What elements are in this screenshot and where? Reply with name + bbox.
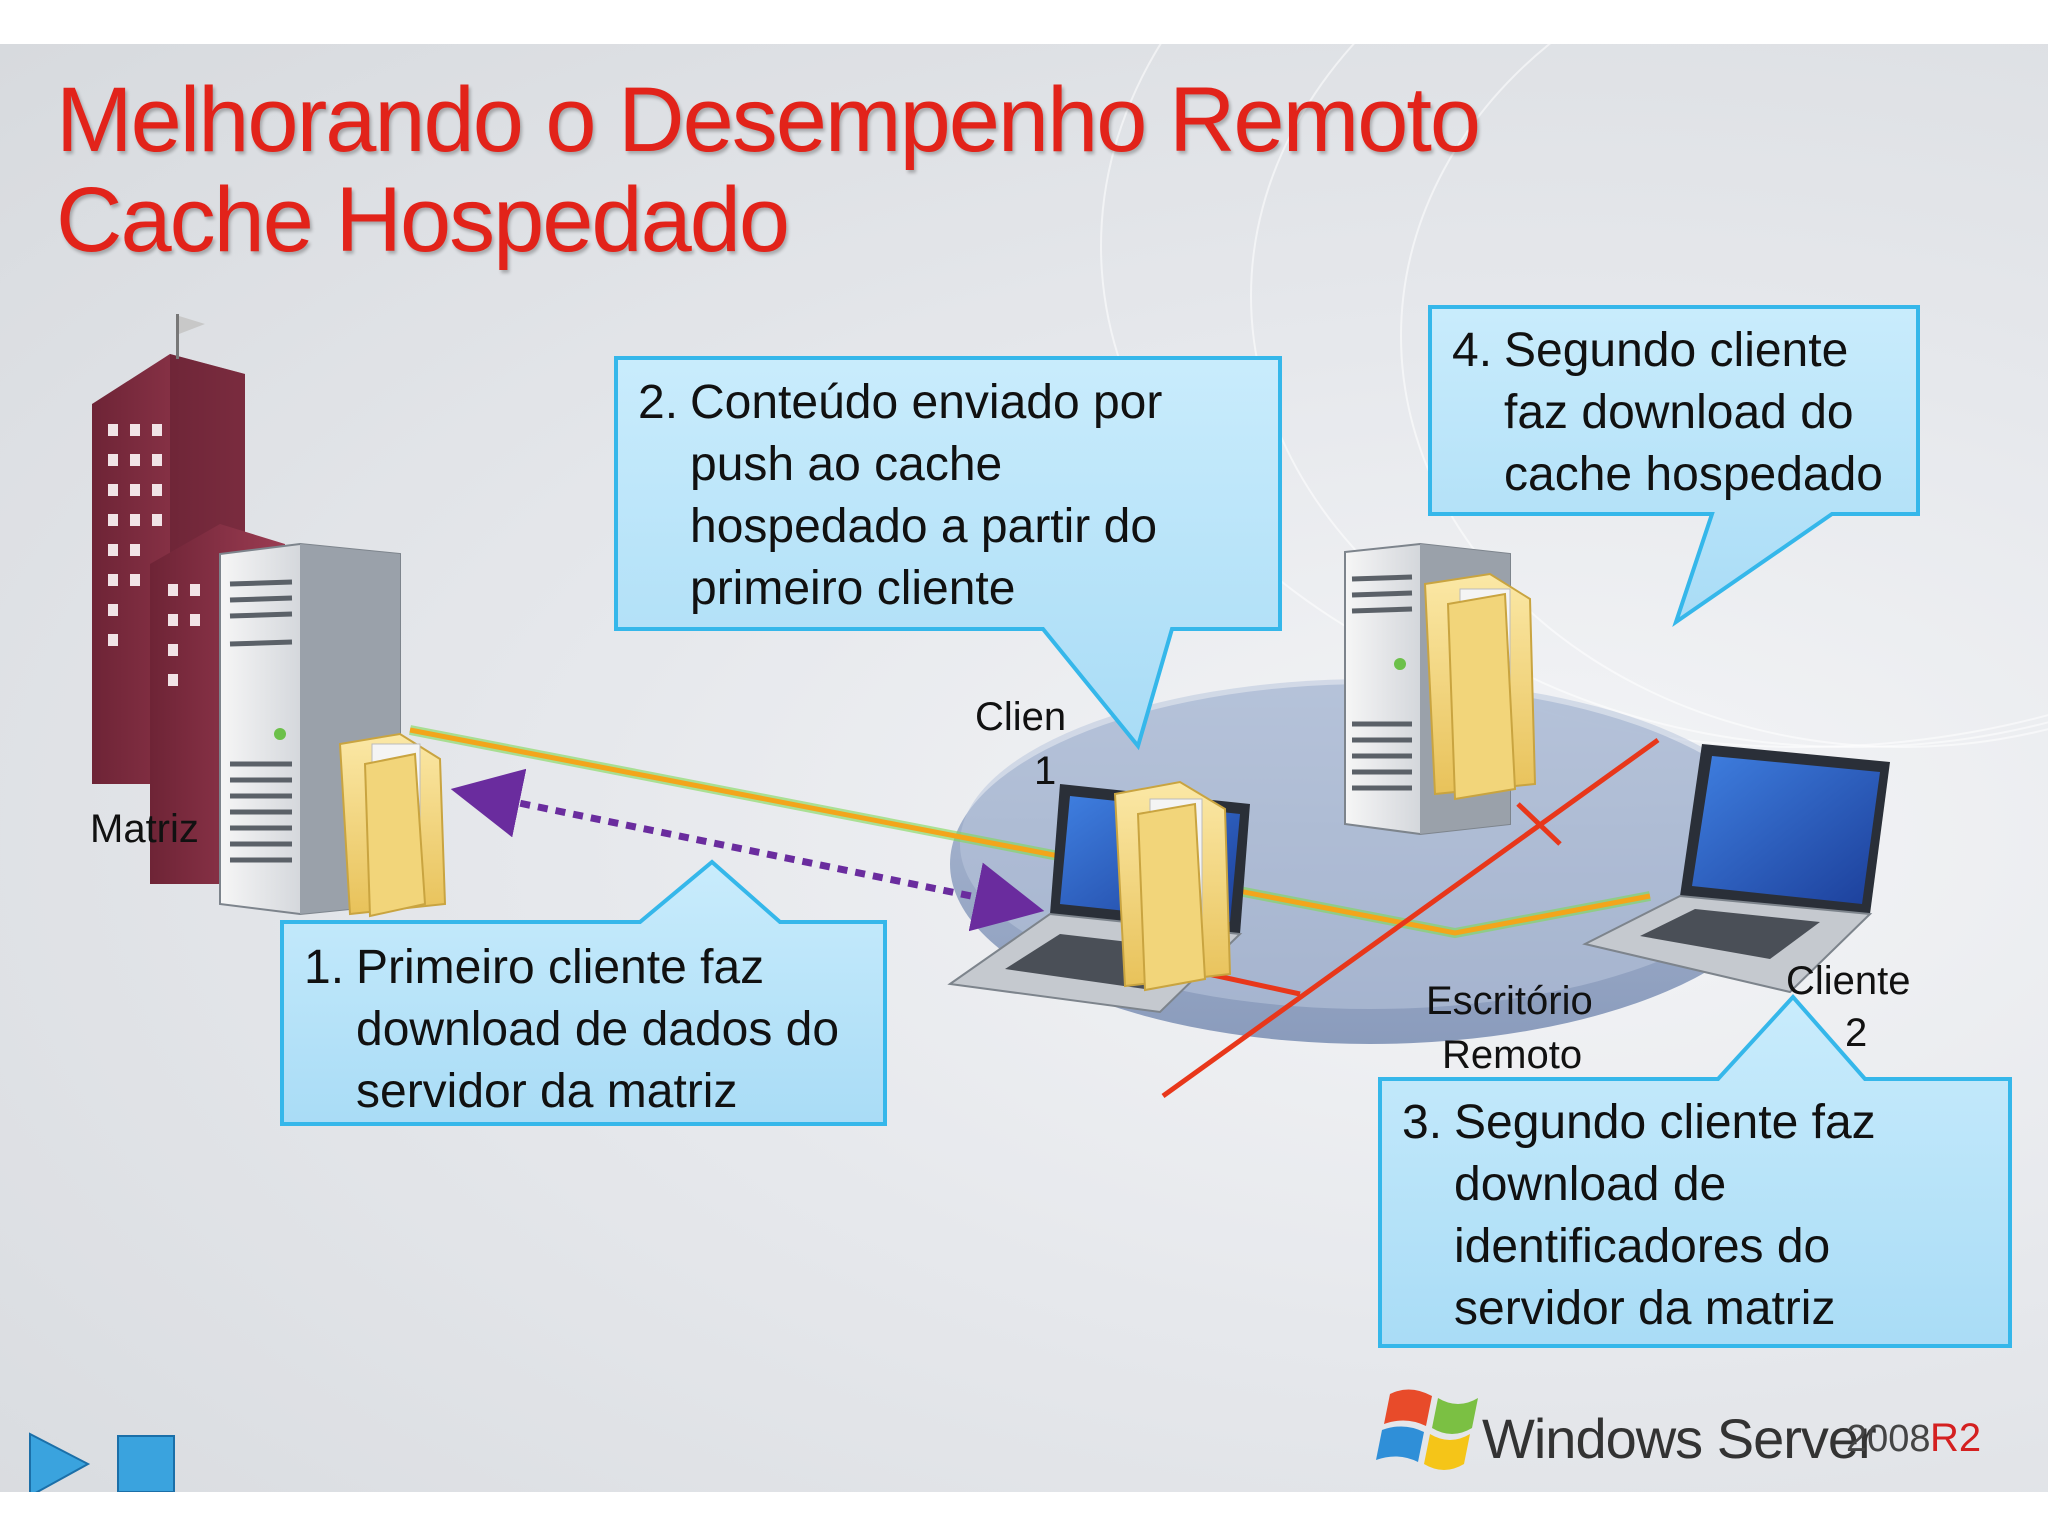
remote-office-label-line-2: Remoto <box>1442 1033 1583 1077</box>
callout-2-line: hospedado a partir do <box>690 500 1158 553</box>
windows-server-logo-text: Windows Server <box>1482 1407 1877 1470</box>
slide: Melhorando o Desempenho Remoto Cache Hos… <box>0 44 2048 1492</box>
callout-3-body: Segundo cliente faz download de identifi… <box>1454 1092 1876 1340</box>
download-arrow <box>450 768 1045 932</box>
stop-button-icon <box>117 1435 175 1492</box>
diagram-art <box>29 305 2012 1492</box>
callout-3-line: servidor da matriz <box>1454 1282 1836 1335</box>
slide-title-line-2: Cache Hospedado <box>56 169 790 271</box>
callout-4-body: Segundo cliente faz download do cache ho… <box>1504 320 1883 506</box>
remote-cache-folder-icon <box>1423 572 1537 801</box>
client1-folder-icon <box>1113 780 1232 992</box>
callout-2-line: push ao cache <box>690 438 1003 491</box>
callout-4-number: 4. <box>1452 324 1493 377</box>
windows-logo-icon <box>1376 1389 1478 1470</box>
callout-3-number: 3. <box>1402 1096 1443 1149</box>
callout-4-line: Segundo cliente <box>1504 324 1849 377</box>
callout-1-shape <box>280 859 887 1126</box>
client1-label-line-1: Clien <box>975 695 1067 739</box>
callout-4-line: faz download do <box>1504 386 1854 439</box>
callout-2-shape <box>614 356 1282 751</box>
matriz-label: Matriz <box>90 807 199 851</box>
callout-3-shape <box>1378 994 2012 1348</box>
remote-office-label-line-1: Escritório <box>1426 979 1593 1023</box>
hq-folder-icon <box>338 732 447 918</box>
client2-label-line-1: Cliente <box>1786 959 1911 1003</box>
callout-2-body: Conteúdo enviado por push ao cache hospe… <box>690 372 1162 620</box>
callout-2-number: 2. <box>638 376 679 429</box>
callout-1-body: Primeiro cliente faz download de dados d… <box>356 937 839 1123</box>
callout-2-line: Conteúdo enviado por <box>690 376 1163 429</box>
callout-2-line: primeiro cliente <box>690 562 1016 615</box>
slide-title-line-1: Melhorando o Desempenho Remoto <box>56 69 1481 171</box>
callout-3-line: identificadores do <box>1454 1220 1831 1273</box>
windows-server-version: 2008 <box>1846 1418 1931 1460</box>
client2-label-line-2: 2 <box>1845 1011 1868 1055</box>
client2-laptop-icon <box>1582 744 1890 994</box>
callout-3-line: download de <box>1454 1158 1727 1211</box>
client1-label-line-2: 1 <box>1034 749 1057 793</box>
callout-1-line: Primeiro cliente faz <box>356 941 765 994</box>
play-button-icon <box>29 1432 91 1492</box>
callout-4-shape <box>1428 305 1920 628</box>
callout-1-line: download de dados do <box>356 1003 840 1056</box>
callout-1-number: 1. <box>304 941 345 994</box>
callout-4-line: cache hospedado <box>1504 448 1883 501</box>
callout-3-line: Segundo cliente faz <box>1454 1096 1876 1149</box>
windows-server-release: R2 <box>1930 1416 1982 1460</box>
callout-1-line: servidor da matriz <box>356 1065 738 1118</box>
